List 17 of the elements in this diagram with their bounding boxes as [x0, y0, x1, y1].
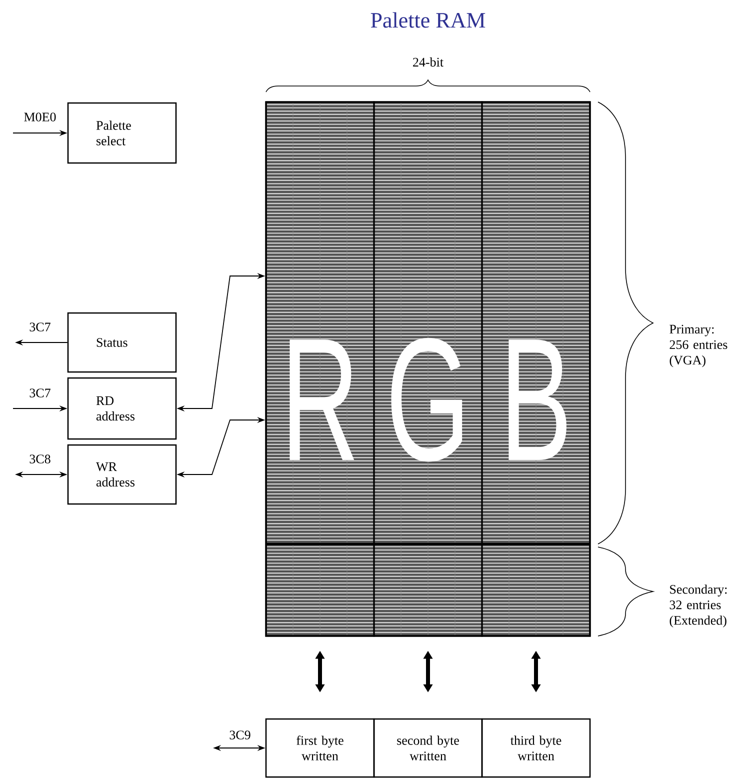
entry-count-label: Secondary: 32 entries (Extended)	[670, 584, 727, 628]
title: Palette RAM	[370, 12, 486, 28]
byte-box: third byte written	[481, 718, 591, 778]
register-box: Palette select	[67, 102, 177, 164]
register-box: WR address	[67, 444, 177, 505]
byte-box: first byte written	[265, 718, 375, 778]
register-box: RD address	[67, 377, 177, 440]
signal-label: 3C7	[28, 322, 52, 332]
bit-width-label: 24-bit	[413, 57, 444, 67]
entry-count-label: Primary: 256 entries (VGA)	[670, 324, 728, 368]
byte-box: second byte written	[373, 718, 483, 778]
register-box: Status	[67, 312, 177, 373]
signal-label: 3C9	[228, 730, 252, 740]
signal-label: M0E0	[22, 112, 58, 122]
memory-array-drawing	[265, 101, 591, 637]
signal-label: 3C8	[28, 454, 52, 464]
signal-label: 3C7	[28, 388, 52, 398]
